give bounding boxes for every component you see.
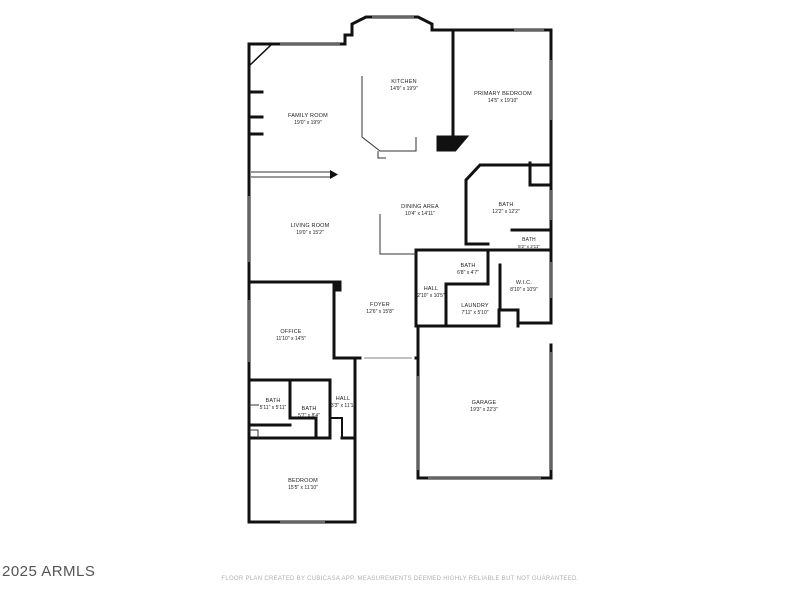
room-dims: 2'10" x 10'5" bbox=[417, 293, 445, 299]
room-label-bedroom: BEDROOM 15'5" x 11'10" bbox=[288, 478, 318, 491]
room-label-bath-small: BATH 5'2" x 2'11" bbox=[518, 237, 540, 249]
room-label-dining-area: DINING AREA 10'4" x 14'11" bbox=[401, 204, 439, 217]
room-dims: 6'8" x 4'7" bbox=[457, 270, 479, 276]
room-dims: 5'11" x 5'11" bbox=[259, 405, 287, 411]
room-dims: 5'2" x 2'11" bbox=[518, 244, 540, 249]
room-name: LIVING ROOM bbox=[290, 223, 330, 229]
wall-hall-west-pier bbox=[329, 417, 343, 439]
room-label-laundry: LAUNDRY 7'11" x 5'10" bbox=[461, 303, 489, 316]
dining-partition bbox=[379, 214, 416, 255]
bedroom-closet bbox=[249, 429, 259, 438]
room-name: FOYER bbox=[370, 302, 390, 308]
room-name: HALL bbox=[423, 286, 439, 292]
room-dims: 19'0" x 15'2" bbox=[296, 230, 324, 236]
room-label-hall-west: HALL 3'3" x 11'1" bbox=[331, 396, 355, 409]
wall-bath-mid-south bbox=[288, 416, 332, 440]
room-name: W.I.C. bbox=[515, 280, 533, 286]
room-name: HALL bbox=[335, 396, 351, 402]
family-fireplace bbox=[248, 43, 274, 68]
wall-bath-tub bbox=[528, 161, 553, 187]
room-dims: 8'10" x 10'9" bbox=[510, 287, 538, 293]
room-label-office: OFFICE 11'10" x 14'5" bbox=[276, 329, 306, 342]
wall-living-post bbox=[332, 280, 342, 292]
room-dims: 7'11" x 5'10" bbox=[461, 310, 489, 316]
room-name: BEDROOM bbox=[288, 478, 318, 484]
room-name: FAMILY ROOM bbox=[288, 113, 328, 119]
room-name: BATH bbox=[460, 263, 476, 269]
room-label-foyer: FOYER 12'6" x 15'8" bbox=[366, 302, 393, 315]
room-dims: 19'0" x 19'9" bbox=[294, 120, 322, 126]
room-name: GARAGE bbox=[471, 400, 497, 406]
room-label-kitchen: KITCHEN 14'9" x 19'9" bbox=[390, 79, 417, 92]
room-name: OFFICE bbox=[280, 329, 302, 335]
room-label-living-room: LIVING ROOM 19'0" x 15'2" bbox=[291, 223, 330, 236]
room-label-family-room: FAMILY ROOM 19'0" x 19'9" bbox=[288, 113, 328, 126]
room-name: PRIMARY BEDROOM bbox=[474, 91, 532, 97]
room-dims: 11'10" x 14'5" bbox=[276, 336, 306, 342]
room-name: DINING AREA bbox=[401, 204, 439, 210]
room-label-garage: GARAGE 19'3" x 22'3" bbox=[470, 400, 497, 413]
kitchen-stool bbox=[377, 151, 386, 159]
room-name: LAUNDRY bbox=[461, 303, 489, 309]
room-label-hall-east: HALL 2'10" x 10'5" bbox=[417, 286, 444, 299]
rail-end-cap bbox=[330, 170, 338, 179]
room-dims: 19'3" x 22'3" bbox=[470, 407, 498, 413]
room-dims: 12'6" x 15'8" bbox=[366, 309, 394, 315]
wall-laundry-north bbox=[444, 248, 490, 286]
room-dims: 10'4" x 14'11" bbox=[405, 211, 435, 217]
room-name: BATH bbox=[498, 202, 514, 208]
wall-living-south bbox=[247, 280, 336, 360]
wall-bath-primary bbox=[464, 163, 553, 246]
room-name: BATH bbox=[522, 237, 536, 243]
room-label-wic: W.I.C. 8'10" x 10'9" bbox=[510, 280, 537, 293]
wall-hall-west bbox=[414, 248, 448, 328]
fireplace bbox=[436, 135, 470, 152]
room-dims: 15'5" x 11'10" bbox=[288, 485, 318, 491]
room-name: BATH bbox=[301, 406, 317, 412]
room-dims: 3'3" x 11'1" bbox=[330, 403, 356, 409]
room-label-bath-mid: BATH 5'7" x 8'4" bbox=[298, 406, 320, 419]
room-label-primary-bedroom: PRIMARY BEDROOM 14'5" x 19'10" bbox=[474, 91, 532, 104]
room-label-bath-primary: BATH 12'2" x 12'2" bbox=[492, 202, 519, 215]
wall-laundry bbox=[444, 282, 520, 328]
room-dims: 12'2" x 12'2" bbox=[492, 209, 520, 215]
disclaimer-text: FLOOR PLAN CREATED BY CUBICASA APP. MEAS… bbox=[221, 576, 579, 582]
room-name: BATH bbox=[265, 398, 281, 404]
room-label-bath-hall: BATH 6'8" x 4'7" bbox=[457, 263, 479, 276]
wall-kitchen-bay bbox=[343, 15, 455, 46]
room-dims: 5'7" x 8'4" bbox=[298, 413, 320, 419]
room-label-bath-west: BATH 5'11" x 5'11" bbox=[260, 398, 287, 411]
kitchen-counter bbox=[361, 76, 417, 152]
room-name: KITCHEN bbox=[391, 79, 417, 85]
room-dims: 14'5" x 19'10" bbox=[487, 98, 519, 104]
room-dims: 14'9" x 19'9" bbox=[390, 86, 418, 92]
copyright-watermark: 2025 ARMLS bbox=[2, 563, 96, 580]
